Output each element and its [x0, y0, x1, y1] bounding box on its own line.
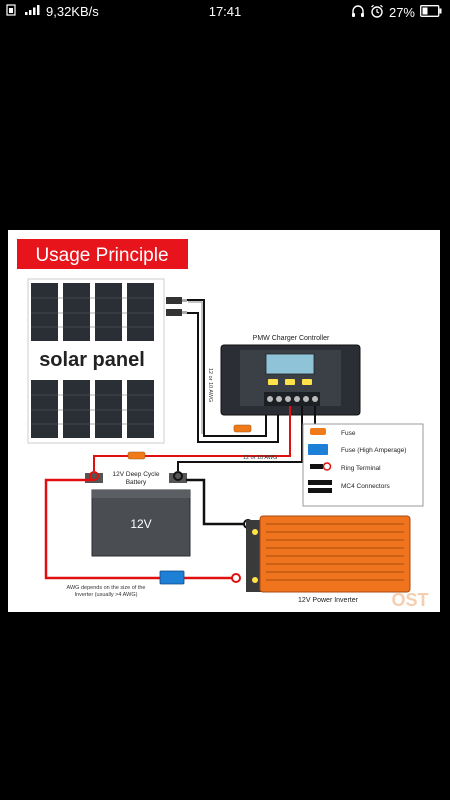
- fuse-icon: [310, 428, 326, 435]
- battery-label-line1: 12V Deep Cycle: [113, 471, 160, 478]
- power-inverter: 12V Power Inverter: [246, 515, 411, 604]
- wire-awg-horizontal: 12 or 10 AWG: [243, 455, 277, 461]
- status-time: 17:41: [208, 4, 242, 19]
- watermark: OST: [391, 590, 428, 610]
- legend-fuse: Fuse: [341, 430, 356, 437]
- legend-high-fuse: Fuse (High Amperage): [341, 447, 406, 454]
- legend: Fuse Fuse (High Amperage) Ring Terminal …: [302, 423, 424, 507]
- network-speed: 9,32KB/s: [46, 4, 99, 19]
- headphones-icon: [351, 4, 365, 21]
- mc4-connector-icon: [308, 480, 332, 493]
- wire-awg-vertical: 12 or 10 AWG: [207, 368, 213, 402]
- solar-panel-label: solar panel: [39, 349, 145, 371]
- solar-panel: solar panel: [27, 278, 165, 444]
- battery: 12V Deep Cycle Battery 12V: [85, 471, 191, 557]
- awg-note-line2: Inverter (usually >4 AWG): [75, 592, 138, 598]
- controller-label: PMW Charger Controller: [253, 335, 330, 342]
- diagram-title: Usage Principle: [35, 245, 168, 266]
- title-banner: [17, 239, 188, 269]
- charger-controller: PMW Charger Controller: [220, 335, 361, 416]
- battery-label-line2: Battery: [126, 479, 147, 486]
- battery-fuse: [127, 451, 146, 460]
- usage-principle-diagram: Usage Principle solar panel 12 or 10 AWG: [8, 230, 440, 612]
- status-bar: 9,32KB/s 17:41 27%: [0, 0, 450, 24]
- legend-ring-terminal: Ring Terminal: [341, 465, 381, 472]
- awg-note-line1: AWG depends on the size of the: [67, 585, 146, 591]
- panel-fuse: [233, 424, 252, 433]
- signal-icon: [24, 4, 42, 19]
- battery-icon: [420, 5, 442, 20]
- status-right: 27%: [351, 4, 442, 21]
- high-amperage-fuse-icon: [308, 444, 328, 455]
- status-left: 9,32KB/s: [6, 4, 99, 19]
- battery-percent: 27%: [388, 5, 415, 20]
- battery-voltage: 12V: [130, 517, 151, 531]
- legend-mc4: MC4 Connectors: [341, 483, 391, 490]
- sim-icon: [6, 4, 20, 19]
- ring-terminal-icon: [310, 462, 332, 471]
- mc4-connectors: [166, 297, 187, 316]
- alarm-icon: [370, 4, 384, 21]
- inverter-fuse: [159, 570, 185, 585]
- inverter-label: 12V Power Inverter: [298, 597, 359, 604]
